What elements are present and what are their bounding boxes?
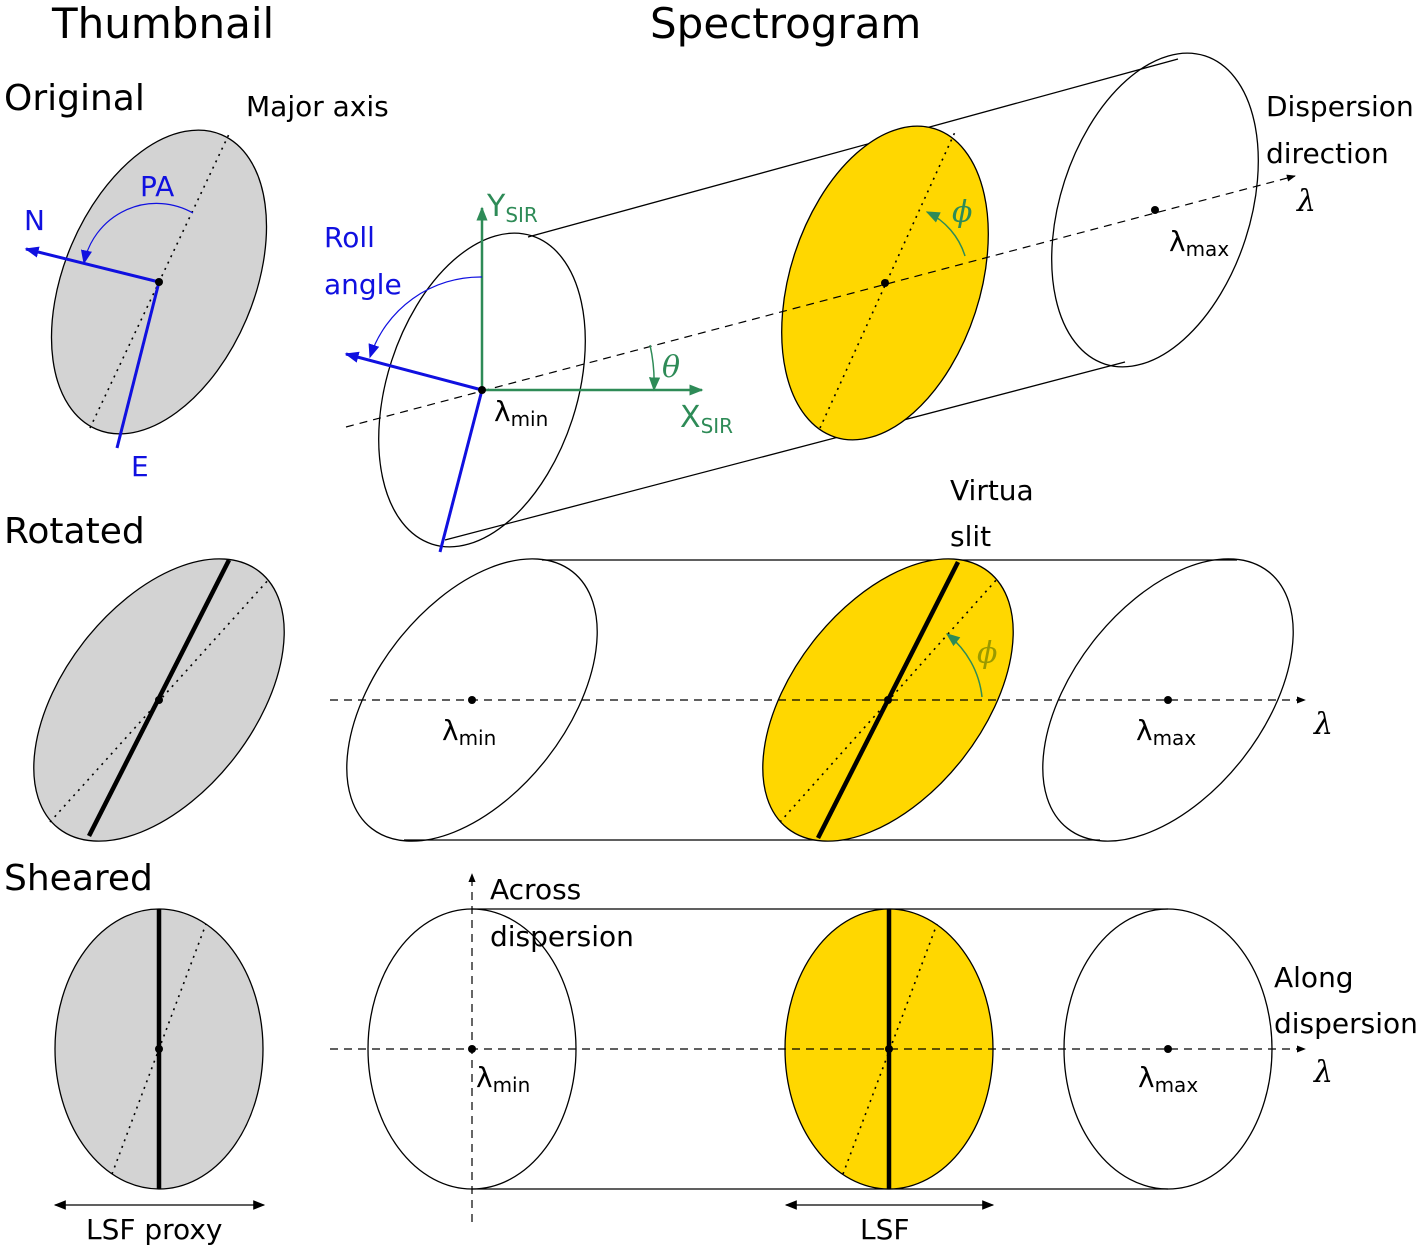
phi-arc-original bbox=[925, 211, 966, 257]
theta-label: θ bbox=[662, 350, 680, 385]
roll-angle-arc bbox=[368, 276, 483, 359]
slice-center-dot-rotated bbox=[884, 696, 892, 704]
dispersion-direction-label-line1: Dispersion bbox=[1266, 90, 1414, 123]
x-sir-label: XSIR bbox=[680, 400, 733, 438]
across-dispersion-label-line1: Across bbox=[490, 873, 581, 906]
roll-angle-label-line2: angle bbox=[324, 268, 402, 301]
lambda-min-dot-original bbox=[478, 386, 486, 394]
rolled-north-axis bbox=[344, 351, 483, 392]
lambda-min-ellipse bbox=[378, 232, 586, 548]
row-label-sheared: Sheared bbox=[4, 858, 153, 899]
along-dispersion-label-line1: Along bbox=[1274, 961, 1354, 994]
lambda-axis-label-original: λ bbox=[1296, 184, 1316, 219]
pa-label: PA bbox=[140, 170, 174, 203]
roll-angle-label-line1: Roll bbox=[324, 221, 375, 254]
phi-arc-rotated bbox=[945, 633, 983, 698]
spectrogram-heading: Spectrogram bbox=[650, 0, 921, 48]
original-thumbnail: PA N E Major axis bbox=[24, 90, 389, 483]
east-label: E bbox=[131, 450, 149, 483]
lambda-min-dot-rotated bbox=[468, 696, 476, 704]
sheared-thumbnail: LSF proxy bbox=[53, 908, 266, 1246]
lsf-label: LSF bbox=[860, 1213, 909, 1246]
across-dispersion-label-line2: dispersion bbox=[490, 920, 634, 953]
lambda-max-dot-original bbox=[1151, 206, 1159, 214]
original-spectrogram: Roll angle YSIR XSIR θ ϕ λmin λmax λ Dis… bbox=[324, 52, 1414, 553]
lambda-min-label-original: λmin bbox=[494, 395, 548, 431]
original-center-dot bbox=[155, 278, 163, 286]
lambda-max-dot-sheared bbox=[1164, 1045, 1172, 1053]
lambda-max-label-rotated: λmax bbox=[1136, 714, 1196, 750]
dispersion-axis bbox=[345, 174, 1296, 428]
rotated-lambda-max-ellipse bbox=[1042, 558, 1294, 842]
virtual-slit-label-line2: slit bbox=[950, 520, 991, 553]
sheared-center-dot bbox=[155, 1045, 163, 1053]
rotated-lambda-min-ellipse bbox=[346, 558, 598, 842]
dispersion-direction-label-line2: direction bbox=[1266, 137, 1389, 170]
lambda-min-label-rotated: λmin bbox=[442, 714, 496, 750]
lambda-axis-label-sheared: λ bbox=[1313, 1055, 1333, 1090]
rotated-center-dot bbox=[155, 696, 163, 704]
y-sir-label: YSIR bbox=[486, 189, 538, 227]
lambda-max-ellipse bbox=[1051, 52, 1259, 368]
rotated-major-axis bbox=[49, 577, 271, 823]
rolled-east-axis bbox=[438, 389, 484, 553]
thumbnail-heading: Thumbnail bbox=[51, 0, 274, 48]
row-label-original: Original bbox=[4, 78, 145, 119]
rotated-spectrogram: Virtua slit ϕ λmin λmax λ bbox=[330, 474, 1333, 842]
along-dispersion-label-line2: dispersion bbox=[1274, 1007, 1418, 1040]
cylinder-top-edge bbox=[527, 58, 1179, 238]
rotated-thumbnail-ellipse bbox=[33, 558, 285, 842]
virtual-slit-label-line1: Virtua bbox=[950, 474, 1034, 507]
phi-label-original: ϕ bbox=[952, 195, 972, 230]
east-axis bbox=[115, 281, 161, 449]
phi-label-rotated: ϕ bbox=[977, 636, 997, 671]
lambda-min-dot-sheared bbox=[468, 1045, 476, 1053]
north-label: N bbox=[24, 204, 45, 237]
major-axis-label: Major axis bbox=[246, 90, 389, 123]
lambda-axis-label-rotated: λ bbox=[1313, 707, 1333, 742]
slice-center-dot-sheared bbox=[885, 1045, 893, 1053]
row-label-rotated: Rotated bbox=[4, 511, 145, 552]
cylinder-bottom-edge bbox=[444, 361, 1126, 541]
north-axis bbox=[24, 246, 160, 284]
lambda-max-label-sheared: λmax bbox=[1138, 1061, 1198, 1097]
lsf-proxy-label: LSF proxy bbox=[86, 1213, 222, 1246]
lambda-max-label-original: λmax bbox=[1169, 225, 1229, 261]
theta-arc bbox=[648, 344, 661, 392]
sheared-spectrogram: Across dispersion Along dispersion λmin … bbox=[330, 873, 1418, 1246]
slice-center-dot-original bbox=[881, 279, 889, 287]
pa-arc bbox=[80, 202, 194, 265]
rotated-thumbnail bbox=[33, 558, 285, 842]
lambda-max-dot-rotated bbox=[1164, 696, 1172, 704]
lambda-min-label-sheared: λmin bbox=[476, 1061, 530, 1097]
